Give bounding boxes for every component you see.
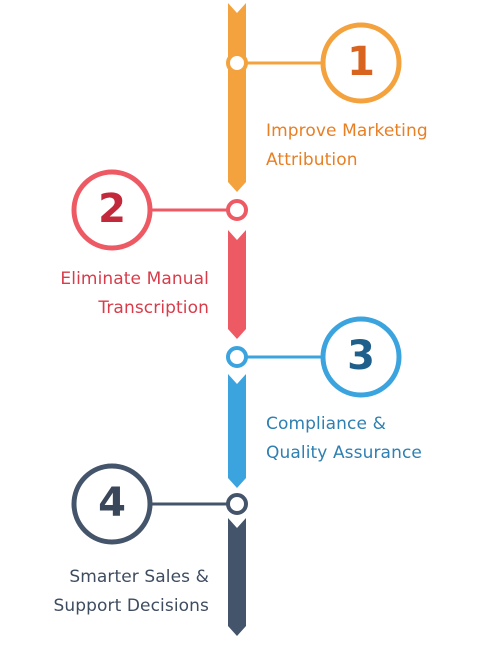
step-3-title-line2: Quality Assurance <box>266 443 422 463</box>
spine-segment-2 <box>228 230 246 339</box>
step-number-3: 3 <box>347 333 375 379</box>
node-ring-3 <box>226 346 248 368</box>
node-ring-2 <box>226 199 248 221</box>
step-badge-3 <box>320 316 402 398</box>
step-label-2: Eliminate Manual Transcription <box>60 265 209 323</box>
spine-notch-2 <box>228 230 246 240</box>
step-badge-2 <box>71 169 153 251</box>
node-ring-1 <box>226 52 248 74</box>
step-4-title-line2: Support Decisions <box>53 596 209 616</box>
spine-segment-3 <box>228 374 246 488</box>
step-3-title-line1: Compliance & <box>266 414 386 434</box>
spine-segment-1 <box>228 3 246 192</box>
step-4-title-line1: Smarter Sales & <box>69 567 209 587</box>
step-badge-4 <box>71 463 153 545</box>
step-1-title-line1: Improve Marketing <box>266 121 428 141</box>
step-number-1: 1 <box>347 39 375 85</box>
spine-segment-4 <box>228 518 246 636</box>
step-2-title-line2: Transcription <box>98 298 209 318</box>
step-number-4: 4 <box>98 480 126 526</box>
step-label-3: Compliance & Quality Assurance <box>266 410 422 468</box>
step-badge-1 <box>320 22 402 104</box>
spine-notch-4 <box>228 518 246 528</box>
step-2-title-line1: Eliminate Manual <box>60 269 209 289</box>
step-label-1: Improve Marketing Attribution <box>266 117 428 175</box>
step-1-title-line2: Attribution <box>266 150 358 170</box>
step-label-4: Smarter Sales & Support Decisions <box>53 563 209 621</box>
spine-notch-1 <box>228 3 246 13</box>
step-number-2: 2 <box>98 186 126 232</box>
spine-notch-3 <box>228 374 246 384</box>
node-ring-4 <box>226 493 248 515</box>
